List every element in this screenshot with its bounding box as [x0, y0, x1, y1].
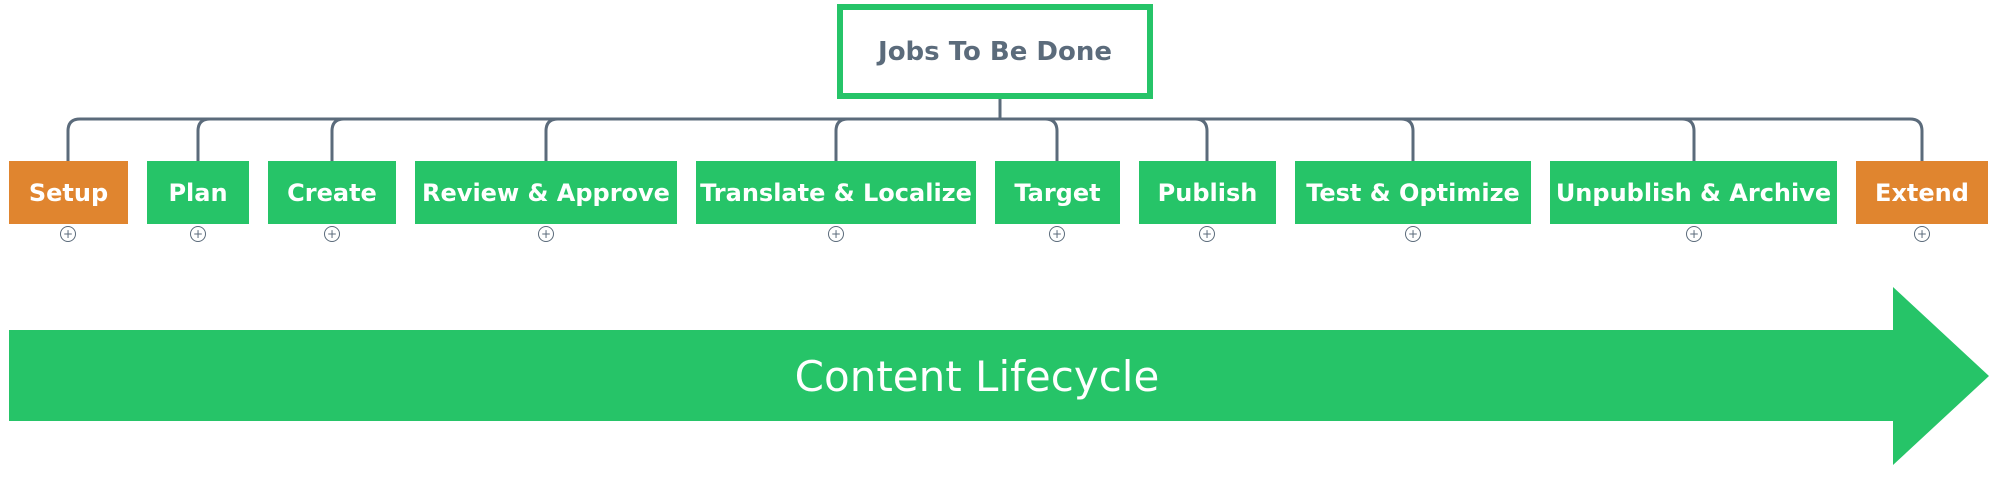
- connector-translate-localize: [834, 117, 849, 161]
- connector-create: [330, 117, 345, 161]
- expand-icon-create[interactable]: +: [324, 226, 340, 242]
- root-node-label: Jobs To Be Done: [878, 36, 1112, 67]
- expand-icon-review-approve[interactable]: +: [538, 226, 554, 242]
- node-publish-label: Publish: [1157, 178, 1258, 207]
- node-extend[interactable]: Extend: [1856, 161, 1988, 224]
- connector-unpublish-archive: [1681, 117, 1696, 161]
- expand-icon-publish[interactable]: +: [1199, 226, 1215, 242]
- connector-publish: [1194, 117, 1209, 161]
- node-unpublish-archive[interactable]: Unpublish & Archive: [1550, 161, 1837, 224]
- node-review-approve-label: Review & Approve: [422, 178, 670, 207]
- node-plan[interactable]: Plan: [147, 161, 249, 224]
- node-review-approve[interactable]: Review & Approve: [415, 161, 677, 224]
- node-translate-localize-label: Translate & Localize: [700, 178, 972, 207]
- expand-icon-plan[interactable]: +: [190, 226, 206, 242]
- connector-test-optimize: [1400, 117, 1415, 161]
- connector-target: [1044, 117, 1059, 161]
- expand-icon-setup[interactable]: +: [60, 226, 76, 242]
- node-plan-label: Plan: [168, 178, 228, 207]
- expand-icon-extend[interactable]: +: [1914, 226, 1930, 242]
- expand-icon-unpublish-archive[interactable]: +: [1686, 226, 1702, 242]
- node-target[interactable]: Target: [995, 161, 1120, 224]
- node-unpublish-archive-label: Unpublish & Archive: [1555, 178, 1832, 207]
- connector-bus: [66, 117, 1924, 161]
- lifecycle-arrow-label: Content Lifecycle: [794, 351, 1160, 401]
- node-create[interactable]: Create: [268, 161, 396, 224]
- node-setup-label: Setup: [28, 178, 109, 207]
- node-extend-label: Extend: [1875, 178, 1969, 207]
- node-target-label: Target: [1014, 178, 1101, 207]
- node-translate-localize[interactable]: Translate & Localize: [696, 161, 976, 224]
- connector-plan: [196, 117, 211, 161]
- expand-icon-test-optimize[interactable]: +: [1405, 226, 1421, 242]
- lifecycle-arrow: [9, 287, 1989, 465]
- connector-review-approve: [544, 117, 559, 161]
- lifecycle-arrow-shape: [9, 287, 1989, 465]
- node-test-optimize-label: Test & Optimize: [1306, 178, 1520, 207]
- expand-icon-translate-localize[interactable]: +: [828, 226, 844, 242]
- node-create-label: Create: [287, 178, 377, 207]
- expand-icon-target[interactable]: +: [1049, 226, 1065, 242]
- node-test-optimize[interactable]: Test & Optimize: [1295, 161, 1531, 224]
- root-node-jobs-to-be-done[interactable]: Jobs To Be Done: [837, 4, 1153, 99]
- node-publish[interactable]: Publish: [1139, 161, 1276, 224]
- node-setup[interactable]: Setup: [9, 161, 128, 224]
